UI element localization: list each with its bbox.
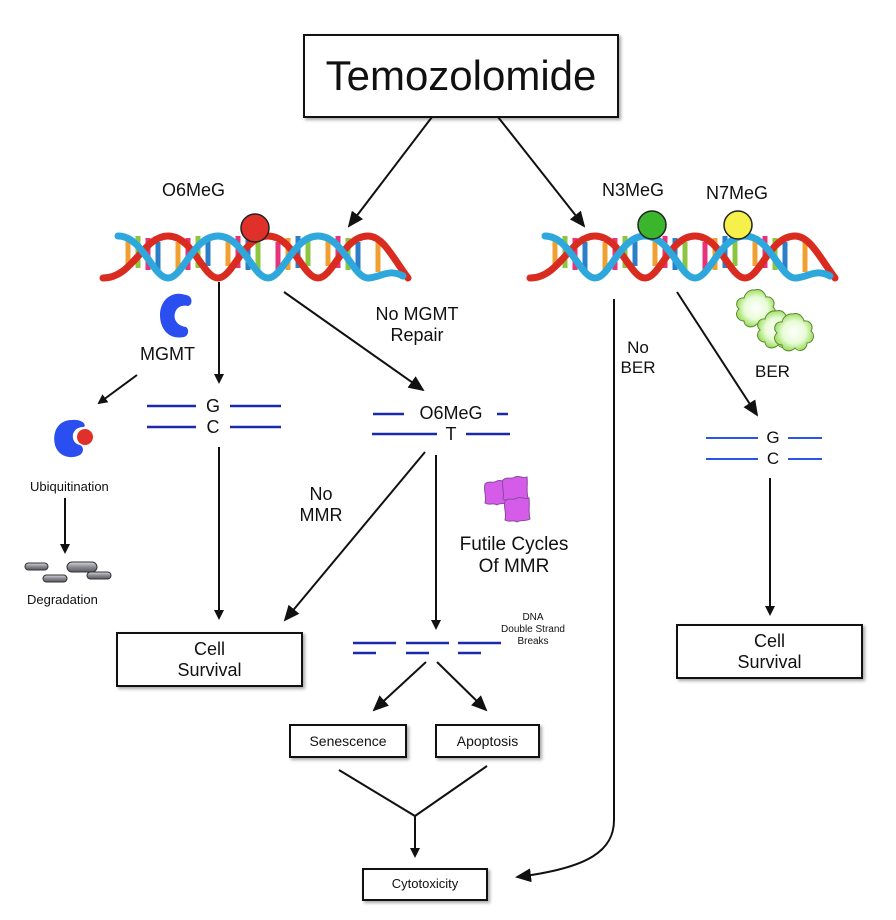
arrow-tmz-to-n3meg xyxy=(497,116,586,228)
no-mgmt-repair-label: No MGMT Repair xyxy=(375,304,459,345)
cell-survival-box-left: Cell Survival xyxy=(116,632,303,687)
ber-label: BER xyxy=(755,362,790,381)
ubiquitinated-mgmt-icon xyxy=(54,419,93,458)
no-mmr-label: No MMR xyxy=(299,484,343,525)
ber-enzymes-icon xyxy=(736,289,815,352)
arrow-dsb-to-apoptosis xyxy=(436,661,488,712)
arrow-n3meg-to-gc-right xyxy=(676,291,759,417)
dna-double-strand-breaks-label: DNA Double Strand Breaks xyxy=(501,612,565,647)
base-c-left: C xyxy=(206,417,220,437)
gc-base-pair-left xyxy=(147,404,281,429)
ubiquitination-label: Ubiquitination xyxy=(30,479,109,494)
mgmt-label: MGMT xyxy=(140,344,195,364)
arrow-o6meg-to-mismatch xyxy=(283,291,425,392)
arrow-dsb-to-senescence xyxy=(372,661,427,712)
base-g-left: G xyxy=(205,396,220,416)
arrow-mgmt-to-ubiquitination xyxy=(97,374,138,405)
n7meg-label: N7MeG xyxy=(706,183,769,203)
base-t-mid: T xyxy=(445,424,457,444)
merge-senescence-apoptosis-connector xyxy=(338,765,488,818)
no-ber-label: No BER xyxy=(620,338,656,377)
arrow-tmz-to-o6meg xyxy=(347,116,433,228)
gc-base-pair-right xyxy=(706,437,822,460)
base-o6meg-mid: O6MeG xyxy=(419,403,483,423)
title-text: Temozolomide xyxy=(325,51,597,99)
degradation-fragments-icon xyxy=(24,561,112,583)
o6meg-adduct-dot xyxy=(240,213,270,243)
futile-cycles-mmr-label: Futile Cycles Of MMR xyxy=(459,534,569,577)
temozolomide-title-box: Temozolomide xyxy=(303,34,619,118)
cytotoxicity-box: Cytotoxicity xyxy=(362,868,488,901)
mgmt-protein-icon xyxy=(160,293,192,338)
apoptosis-box: Apoptosis xyxy=(435,724,540,758)
arrow-no-ber-to-cytotoxicity xyxy=(515,299,615,883)
arrow-no-mmr-to-cell-survival xyxy=(283,451,426,622)
senescence-box: Senescence xyxy=(289,724,407,758)
n7meg-adduct-dot xyxy=(723,210,753,240)
n3meg-adduct-dot xyxy=(637,210,667,240)
base-c-right: C xyxy=(766,449,780,468)
degradation-label: Degradation xyxy=(27,592,98,607)
o6meg-label: O6MeG xyxy=(162,180,226,200)
o6meg-t-mismatch-pair xyxy=(372,412,510,436)
base-g-right: G xyxy=(766,428,780,447)
dna-helix-right xyxy=(530,236,835,278)
dna-double-strand-breaks xyxy=(353,641,501,655)
mmr-protein-icon xyxy=(483,475,531,523)
n3meg-label: N3MeG xyxy=(602,180,665,200)
cell-survival-box-right: Cell Survival xyxy=(676,624,863,679)
